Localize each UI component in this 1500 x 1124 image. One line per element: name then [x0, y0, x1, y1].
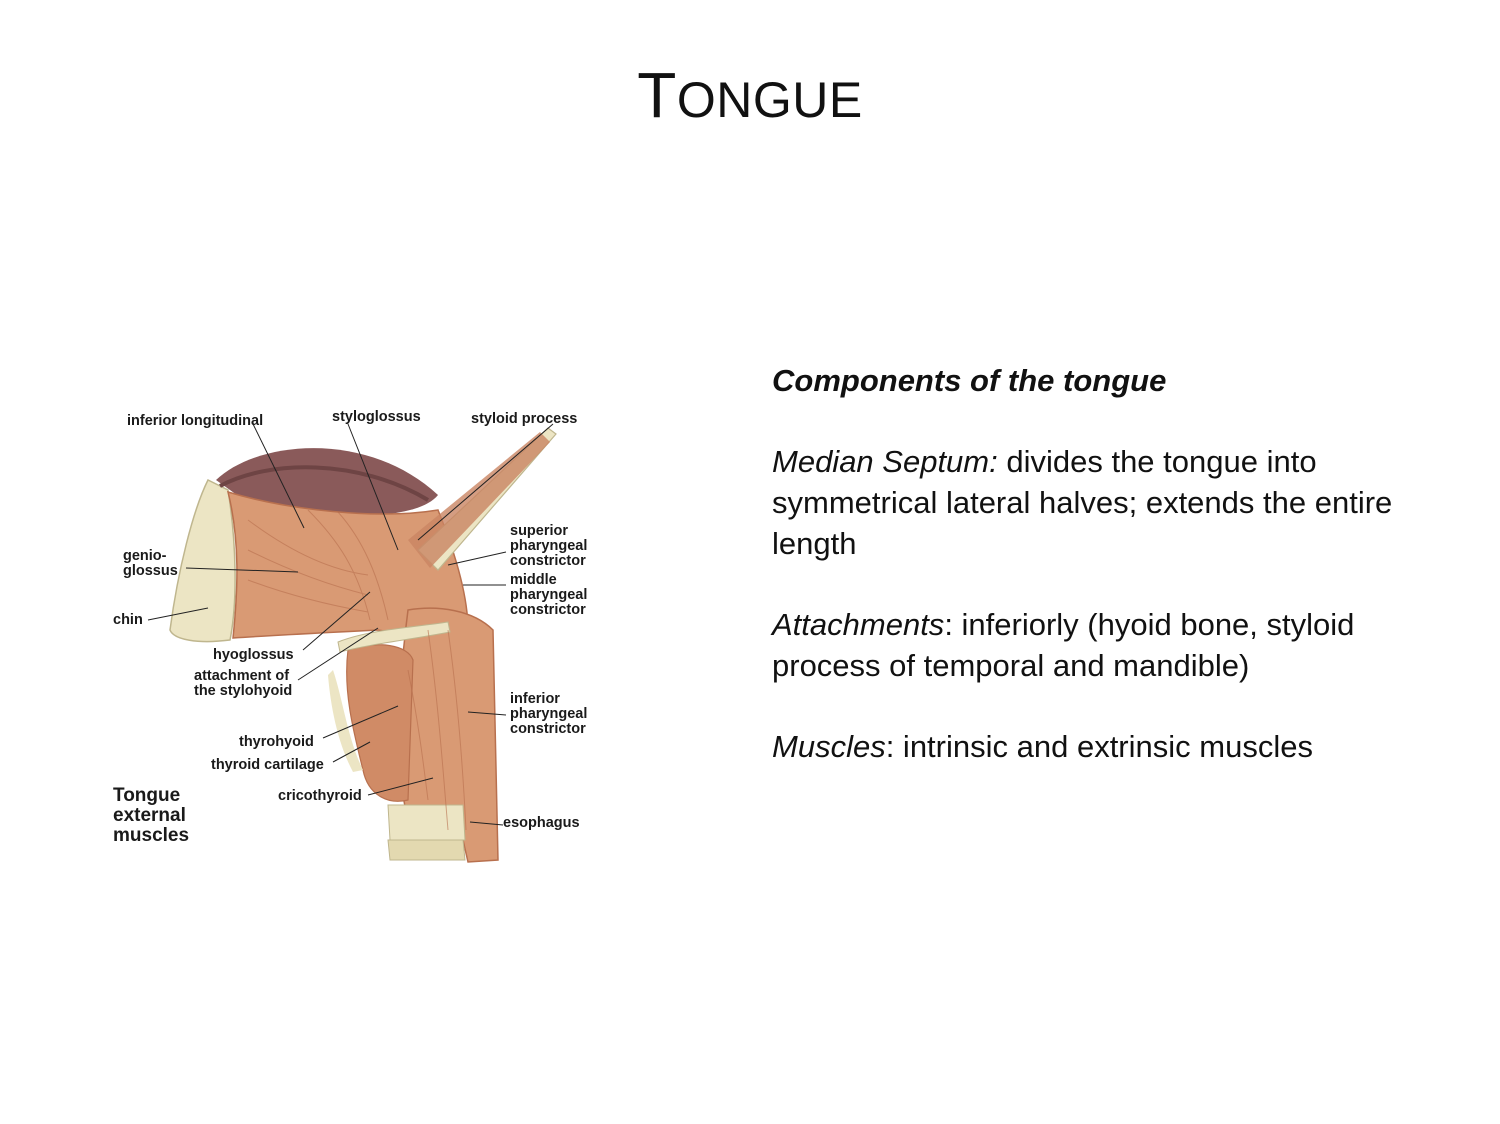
- label-middle-pharyngeal-constrictor: middle pharyngeal constrictor: [510, 572, 588, 618]
- title-rest: ONGUE: [676, 72, 863, 128]
- title-first-letter: T: [637, 59, 677, 131]
- label-cricothyroid: cricothyroid: [278, 788, 362, 804]
- label-genioglossus: genio- glossus: [123, 548, 178, 579]
- content-column: Components of the tongue Median Septum: …: [772, 360, 1452, 807]
- label-hyoglossus: hyoglossus: [213, 647, 294, 663]
- label-styloglossus: styloglossus: [332, 409, 421, 425]
- muscles-text: : intrinsic and extrinsic muscles: [885, 729, 1313, 764]
- label-thyrohyoid: thyrohyoid: [239, 734, 314, 750]
- tongue-muscles-figure: inferior longitudinal styloglossus stylo…: [108, 400, 608, 870]
- slide-title: TONGUE: [0, 58, 1500, 132]
- muscles-term: Muscles: [772, 729, 886, 764]
- label-inferior-pharyngeal-constrictor: inferior pharyngeal constrictor: [510, 691, 588, 737]
- label-esophagus: esophagus: [503, 815, 580, 831]
- label-superior-pharyngeal-constrictor: superior pharyngeal constrictor: [510, 523, 588, 569]
- attachments-paragraph: Attachments: inferiorly (hyoid bone, sty…: [772, 604, 1452, 686]
- label-inferior-longitudinal: inferior longitudinal: [127, 413, 264, 429]
- label-thyroid-cartilage: thyroid cartilage: [211, 757, 324, 773]
- label-attachment-stylohyoid: attachment of the stylohyoid: [194, 668, 293, 699]
- median-septum-text: divides the tongue into symmetrical late…: [772, 444, 1393, 561]
- median-septum-paragraph: Median Septum: divides the tongue into s…: [772, 441, 1452, 564]
- anatomy-illustration: [147, 423, 557, 863]
- muscles-paragraph: Muscles: intrinsic and extrinsic muscles: [772, 726, 1452, 767]
- attachments-text: : inferiorly (hyoid bone, styloid proces…: [772, 607, 1355, 683]
- content-heading: Components of the tongue: [772, 363, 1167, 398]
- attachments-term: Attachments: [772, 607, 945, 642]
- figure-caption: Tongue external muscles: [113, 785, 190, 846]
- label-styloid-process: styloid process: [471, 411, 578, 427]
- label-chin: chin: [113, 612, 143, 628]
- median-septum-term: Median Septum:: [772, 444, 998, 479]
